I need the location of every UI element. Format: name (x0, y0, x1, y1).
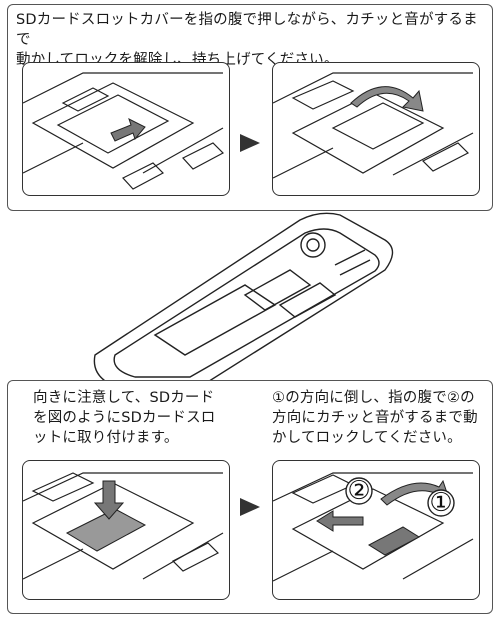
triangle-right-icon (240, 134, 260, 152)
marker-two: ② (347, 476, 371, 506)
step1-instruction: SDカードスロットカバーを指の腹で押しながら、カチッと音がするまで 動かしてロッ… (16, 12, 478, 68)
step3-image-lock: ① ② (272, 460, 480, 600)
step1-image-unlock (22, 62, 230, 196)
marker-one: ① (429, 488, 453, 518)
step1-image-open (272, 62, 480, 196)
step2-instruction: 向きに注意して、SDカード を図のようにSDカードスロ ットに取り付けます。 (33, 390, 216, 446)
phone-back-illustration (85, 205, 425, 395)
triangle-right-icon (240, 498, 260, 516)
step3-instruction: ①の方向に倒し、指の腹で②の 方向にカチッと音がするまで動 かしてロックしてくだ… (272, 390, 478, 446)
step2-image-insert-card (22, 460, 230, 600)
